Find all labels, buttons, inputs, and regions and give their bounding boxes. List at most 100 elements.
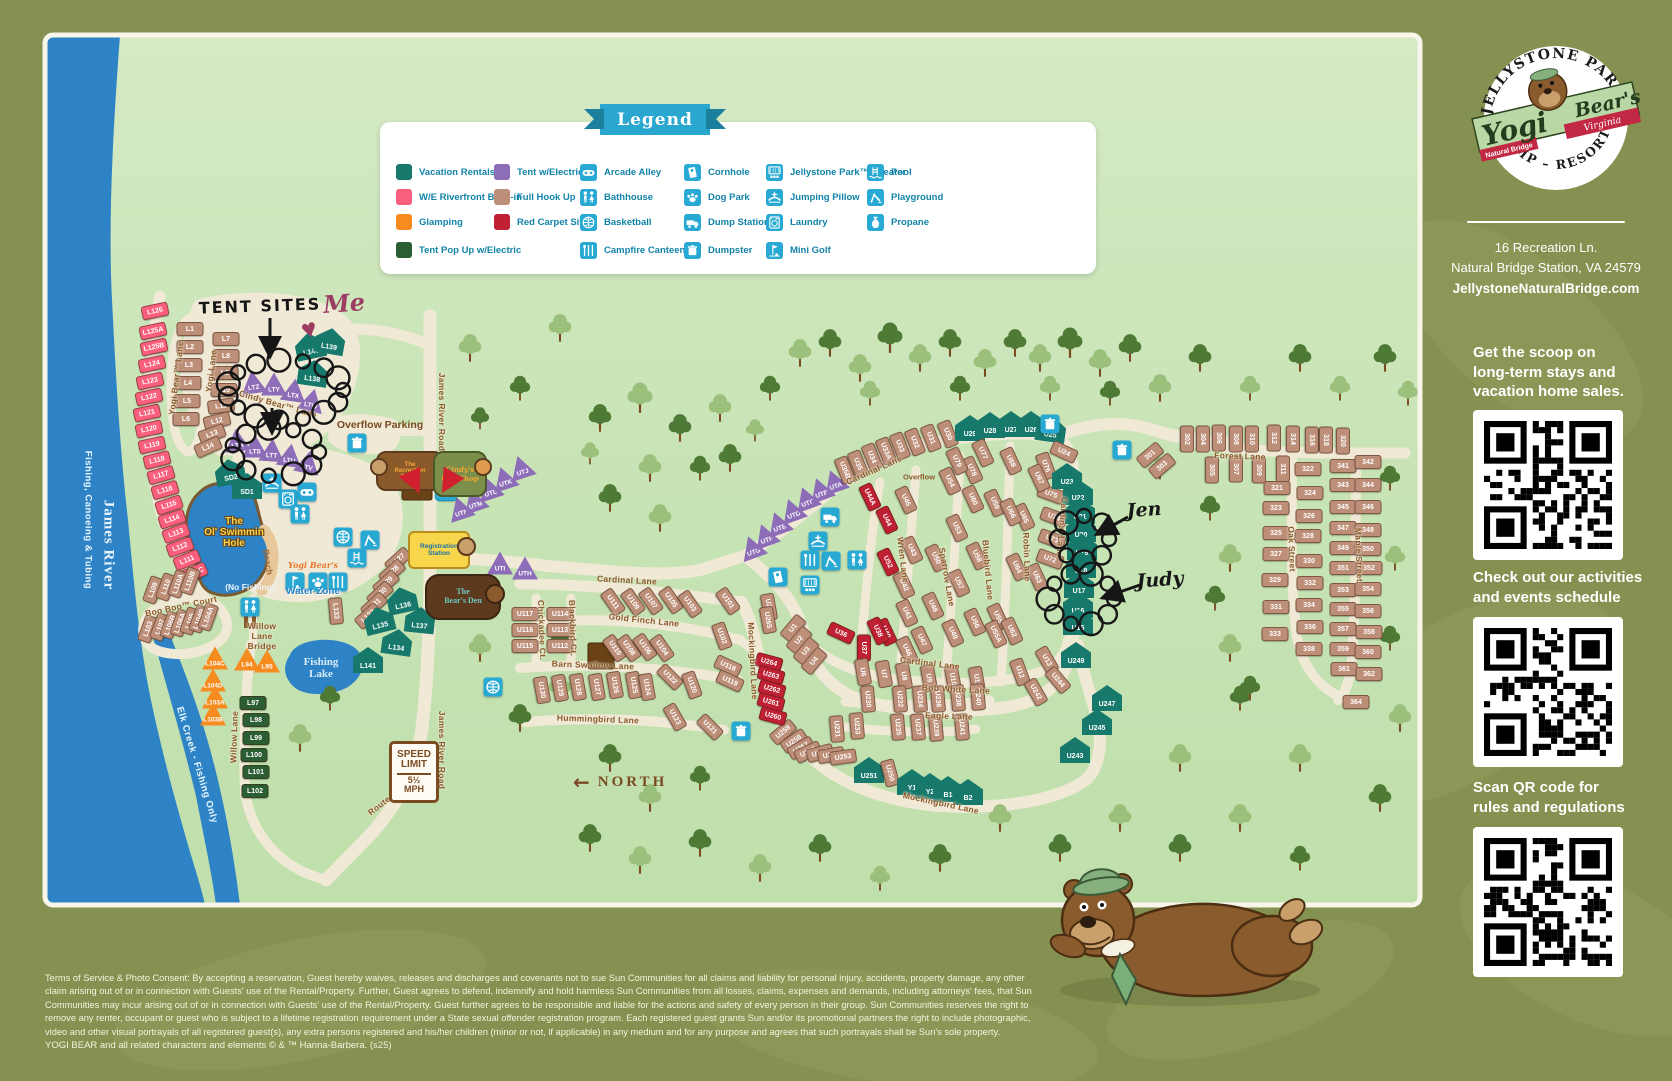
site-U44: U44 [874, 504, 900, 536]
legend-item-red-carpet-site: Red Carpet Site [494, 214, 588, 230]
cub-head-icon [474, 458, 492, 476]
site-L10: L10 [210, 383, 238, 397]
site-U230: U230 [859, 684, 877, 714]
label-no-fishing: (No Fishing) [225, 582, 275, 592]
site-305: 305 [1205, 456, 1219, 484]
site-312: 312 [1267, 424, 1281, 452]
legend-swatch [494, 214, 510, 230]
site-304: 304 [1196, 425, 1210, 453]
label-bluebird-lane: Bluebird Lane [980, 539, 996, 601]
registration-station-label: Registration Station [420, 543, 458, 557]
site-345: 345 [1329, 500, 1357, 514]
label-eagle-lane: Eagle Lane [924, 710, 974, 722]
site-331: 331 [1262, 600, 1290, 614]
legend-title: Legend [617, 109, 693, 130]
site-U68: U68 [998, 445, 1024, 477]
site-314: 314 [1286, 425, 1300, 453]
dumpster-icon [1040, 414, 1060, 434]
legend-item-tent-w-electric: Tent w/Electric [494, 164, 583, 180]
site-351: 351 [1329, 561, 1357, 575]
yogi-bear-illustration [1049, 868, 1324, 1007]
website-url[interactable]: JellystoneNaturalBridge.com [1452, 281, 1640, 296]
site-U231: U231 [828, 714, 846, 744]
site-U122: U122 [655, 662, 685, 692]
jellystone-logo: JELLYSTONE PARK™ CAMP – RESORT Yogi Bear… [1471, 46, 1643, 190]
site-U245: U245 [1082, 709, 1112, 735]
site-L98: L98 [242, 713, 270, 727]
legend-item-tent-pop-up-w-electric: Tent Pop Up w/Electric [396, 242, 521, 258]
site-L138: L138 [296, 358, 329, 388]
campfire-icon [800, 550, 820, 570]
bathhouse-icon [847, 550, 867, 570]
site-356: 356 [1354, 604, 1382, 618]
site-U6: U6 [853, 657, 873, 687]
recreation-center-label: The Recreation Center [394, 462, 426, 480]
site-338: 338 [1295, 642, 1323, 656]
site-L104D: L104D [200, 668, 226, 692]
cornhole-icon [684, 164, 701, 181]
logo-bear-face [1528, 68, 1568, 111]
site-343: 343 [1329, 478, 1357, 492]
site-323: 323 [1262, 501, 1290, 515]
site-321: 321 [1263, 481, 1291, 495]
site-336: 336 [1296, 620, 1324, 634]
qr-code-longterm [1473, 410, 1623, 560]
dumpster-icon [731, 721, 751, 741]
arcade-icon [580, 164, 597, 181]
site-349: 349 [1329, 541, 1357, 555]
bear-head-icon [370, 458, 388, 476]
site-L124: L124 [137, 354, 167, 374]
speed-limit-line2: LIMIT [400, 759, 428, 771]
site-330: 330 [1295, 554, 1323, 568]
label-fishing-canoeing-tubing: Fishing, Canoeing & Tubing [82, 450, 94, 590]
site-U126: U126 [605, 670, 625, 700]
dumpster-icon [1112, 440, 1132, 460]
label-mockingbird-lane: Mockingbird Lane [745, 622, 761, 700]
site-U251: U251 [854, 757, 884, 783]
swimmin-hole-sign: The Ol' Swimmin Hole [204, 516, 264, 549]
site-U253: U253 [828, 748, 858, 766]
legend-item-dump-station: Dump Station [684, 214, 770, 231]
site-L1: L1 [176, 322, 204, 336]
address-line1: 16 Recreation Ln. [1494, 240, 1598, 255]
site-U121: U121 [695, 712, 725, 742]
site-341: 341 [1329, 459, 1357, 473]
playground-icon [360, 530, 380, 550]
site-U7: U7 [874, 659, 894, 689]
site-L99: L99 [242, 731, 270, 745]
legend-item-arcade-alley: Arcade Alley [580, 164, 661, 181]
laundry-icon [766, 214, 783, 231]
bathhouse-icon [580, 189, 597, 206]
label-cardinal-lane: Cardinal Lane [596, 573, 658, 587]
label-james-river: James River [100, 499, 117, 591]
site-333: 333 [1261, 627, 1289, 641]
site-U60: U60 [960, 483, 986, 515]
ranger-icon [457, 537, 476, 556]
site-U260: U260 [758, 705, 788, 727]
bathhouse-icon [240, 597, 260, 617]
site-U120: U120 [680, 669, 704, 701]
campfire-icon [580, 242, 597, 259]
site-L101: L101 [242, 765, 270, 779]
site-358: 358 [1355, 625, 1383, 639]
gift-shop-label: Cindy's Gift Shop [441, 465, 479, 483]
qr-code-rules [1473, 827, 1623, 977]
site-327: 327 [1262, 547, 1290, 561]
site-318: 318 [1319, 426, 1333, 454]
site-U117: U117 [511, 607, 539, 621]
label-chickadee-ct: Chickadee Ct. [535, 599, 549, 661]
site-354: 354 [1354, 582, 1382, 596]
site-364: 364 [1342, 695, 1370, 709]
label-willow-lane-bridge: Willow Lane Bridge [247, 621, 277, 651]
site-346: 346 [1354, 500, 1382, 514]
site-U53: U53 [944, 512, 970, 544]
cornhole-icon [768, 567, 788, 587]
label-barn-swallow-lane: Barn Swallow Lane [551, 658, 635, 672]
dogpark-icon [684, 189, 701, 206]
speed-limit-sign: SPEED LIMIT 5½ MPH [389, 741, 439, 803]
water-zone-label-2: Water Zone [286, 586, 341, 597]
site-311: 311 [1276, 455, 1290, 483]
gift-shop-sign: Cindy's Gift Shop [433, 451, 492, 497]
legend-swatch [396, 164, 412, 180]
